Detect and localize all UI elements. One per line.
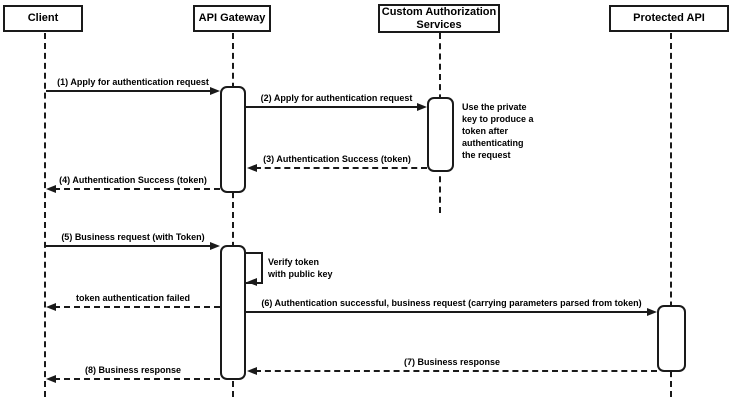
- message-6-line: [246, 311, 649, 313]
- activation-api-gateway-business: [220, 245, 246, 380]
- message-3-label: (3) Authentication Success (token): [263, 154, 411, 164]
- message-token-auth-failed-arrowhead: [46, 303, 56, 311]
- participant-custom-authorization-services: Custom Authorization Services: [378, 4, 500, 33]
- activation-protected-api: [657, 305, 686, 372]
- message-6-label: (6) Authentication successful, business …: [261, 298, 642, 308]
- note-use-private-key: Use the private key to produce a token a…: [462, 102, 534, 160]
- participant-client: Client: [3, 5, 83, 32]
- lifeline-client: [44, 33, 46, 397]
- message-8-label: (8) Business response: [84, 365, 182, 375]
- message-6-arrowhead: [647, 308, 657, 316]
- message-2-line: [246, 106, 419, 108]
- message-1-line: [46, 90, 212, 92]
- message-2-arrowhead: [417, 103, 427, 111]
- message-2-label: (2) Apply for authentication request: [260, 93, 413, 103]
- message-4-line: [54, 188, 220, 190]
- message-7-label: (7) Business response: [403, 357, 501, 367]
- participant-client-label: Client: [27, 12, 59, 25]
- participant-custom-authorization-services-label: Custom Authorization Services: [381, 5, 497, 31]
- message-5-label: (5) Business request (with Token): [61, 232, 205, 242]
- message-1-label: (1) Apply for authentication request: [57, 77, 209, 87]
- message-8-arrowhead: [46, 375, 56, 383]
- message-4-arrowhead: [46, 185, 56, 193]
- message-8-line: [54, 378, 220, 380]
- self-message-verify-token-arrowhead: [247, 278, 257, 286]
- message-7-line: [255, 370, 657, 372]
- participant-protected-api: Protected API: [609, 5, 729, 32]
- lifeline-api-gateway: [232, 33, 234, 397]
- activation-api-gateway-auth: [220, 86, 246, 193]
- participant-api-gateway-label: API Gateway: [198, 12, 266, 25]
- self-message-verify-token-label: Verify token with public key: [268, 257, 333, 279]
- message-5-line: [46, 245, 212, 247]
- message-1-arrowhead: [210, 87, 220, 95]
- lifeline-protected-api: [670, 33, 672, 397]
- participant-protected-api-label: Protected API: [633, 12, 705, 25]
- message-token-auth-failed-line: [54, 306, 220, 308]
- message-4-label: (4) Authentication Success (token): [59, 175, 207, 185]
- activation-custom-authorization-services: [427, 97, 454, 172]
- message-7-arrowhead: [247, 367, 257, 375]
- participant-api-gateway: API Gateway: [193, 5, 271, 32]
- message-5-arrowhead: [210, 242, 220, 250]
- message-token-auth-failed-label: token authentication failed: [75, 293, 190, 303]
- message-3-arrowhead: [247, 164, 257, 172]
- message-3-line: [255, 167, 427, 169]
